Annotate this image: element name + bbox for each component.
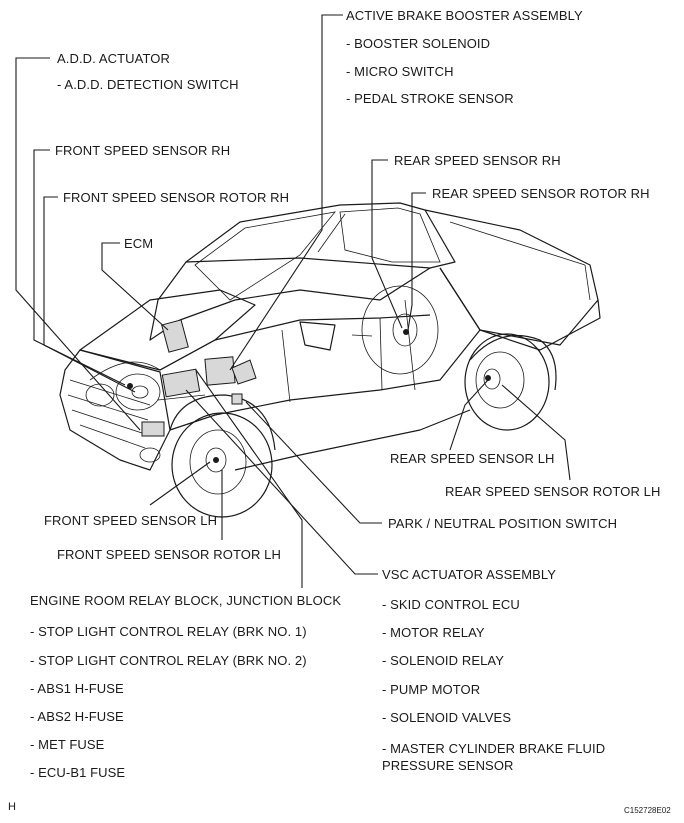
label-master-cylinder-line2: PRESSURE SENSOR <box>382 758 514 773</box>
corner-letter: H <box>8 801 17 813</box>
label-pump-motor: - PUMP MOTOR <box>382 682 481 697</box>
label-park-neutral-position-switch: PARK / NEUTRAL POSITION SWITCH <box>388 516 618 531</box>
label-ecm: ECM <box>124 236 154 251</box>
leader-lines <box>15 14 571 588</box>
label-solenoid-valves: - SOLENOID VALVES <box>382 710 512 725</box>
label-rear-speed-sensor-rh: REAR SPEED SENSOR RH <box>394 153 561 168</box>
truck-body <box>59 202 601 518</box>
label-engine-room-relay-block: ENGINE ROOM RELAY BLOCK, JUNCTION BLOCK <box>30 593 342 608</box>
label-abs2-h-fuse: - ABS2 H-FUSE <box>30 709 124 724</box>
label-rear-speed-sensor-rotor-rh: REAR SPEED SENSOR ROTOR RH <box>432 186 650 201</box>
label-front-speed-sensor-lh: FRONT SPEED SENSOR LH <box>44 513 218 528</box>
label-pedal-stroke-sensor: - PEDAL STROKE SENSOR <box>346 91 514 106</box>
label-solenoid-relay: - SOLENOID RELAY <box>382 653 505 668</box>
label-skid-control-ecu: - SKID CONTROL ECU <box>382 597 520 612</box>
figure-code: C152728E02 <box>624 806 671 815</box>
label-booster-solenoid: - BOOSTER SOLENOID <box>346 36 491 51</box>
label-master-cylinder-line1: - MASTER CYLINDER BRAKE FLUID <box>382 741 606 756</box>
label-stop-light-relay-2: - STOP LIGHT CONTROL RELAY (BRK NO. 2) <box>30 653 307 668</box>
label-met-fuse: - MET FUSE <box>30 737 105 752</box>
label-ecu-b1-fuse: - ECU-B1 FUSE <box>30 765 126 780</box>
label-micro-switch: - MICRO SWITCH <box>346 64 454 79</box>
label-active-brake-booster-assembly: ACTIVE BRAKE BOOSTER ASSEMBLY <box>346 8 583 23</box>
label-motor-relay: - MOTOR RELAY <box>382 625 485 640</box>
label-abs1-h-fuse: - ABS1 H-FUSE <box>30 681 124 696</box>
label-stop-light-relay-1: - STOP LIGHT CONTROL RELAY (BRK NO. 1) <box>30 624 307 639</box>
label-front-speed-sensor-rotor-rh: FRONT SPEED SENSOR ROTOR RH <box>63 190 290 205</box>
label-add-actuator: A.D.D. ACTUATOR <box>57 51 170 66</box>
label-add-detection-switch: - A.D.D. DETECTION SWITCH <box>57 77 239 92</box>
label-rear-speed-sensor-rotor-lh: REAR SPEED SENSOR ROTOR LH <box>445 484 661 499</box>
label-vsc-actuator-assembly: VSC ACTUATOR ASSEMBLY <box>382 567 557 582</box>
label-rear-speed-sensor-lh: REAR SPEED SENSOR LH <box>390 451 555 466</box>
label-front-speed-sensor-rh: FRONT SPEED SENSOR RH <box>55 143 231 158</box>
label-front-speed-sensor-rotor-lh: FRONT SPEED SENSOR ROTOR LH <box>57 547 281 562</box>
